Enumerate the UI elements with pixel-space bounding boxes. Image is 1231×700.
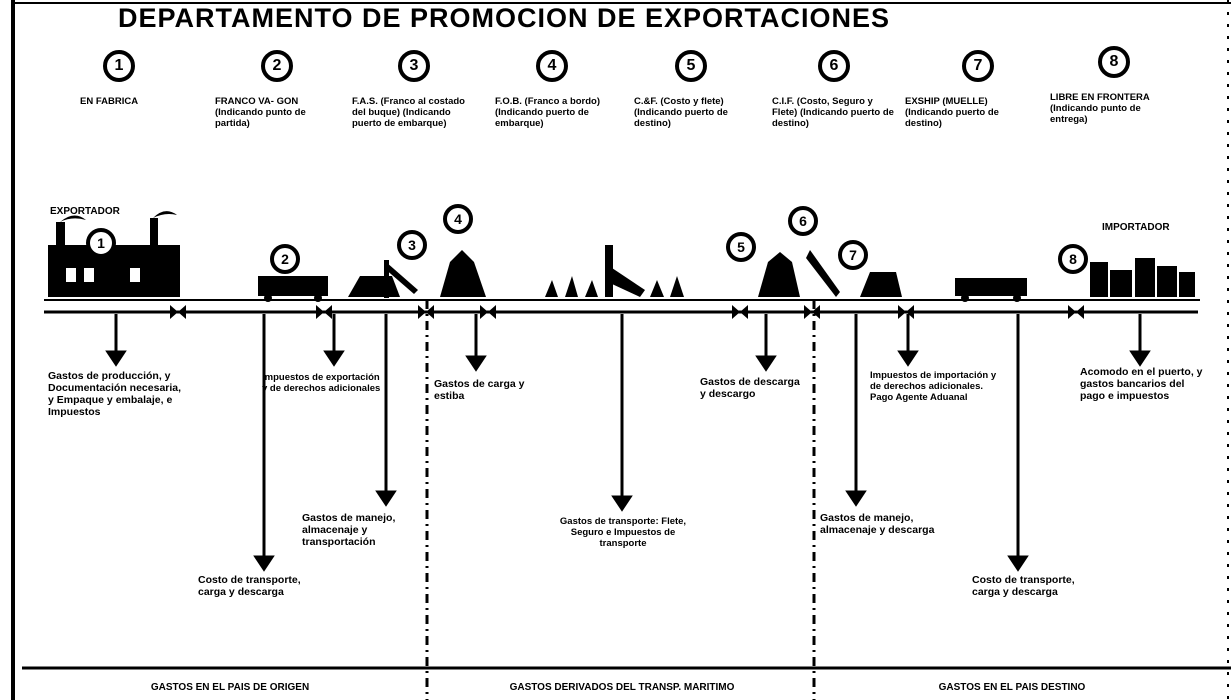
cost-label-export-taxes: Impuestos de exportación y de derechos a…: [262, 372, 381, 394]
term-6-label: C.I.F. (Costo, Seguro y Flete) (Indicand…: [772, 96, 894, 129]
exporter-factory-illustration: [48, 211, 180, 297]
rail-wagon-illustration: [258, 276, 328, 302]
term-8-number: 8: [1098, 46, 1130, 78]
footer-transit: GASTOS DERIVADOS DEL TRANSP. MARITIMO: [509, 682, 735, 693]
page-title: DEPARTAMENTO DE PROMOCION DE EXPORTACION…: [118, 3, 891, 33]
term-5-label: C.&F. (Costo y flete) (Indicando puerto …: [634, 96, 728, 129]
cost-label-destination-handling: Gastos de manejo, almacenaje y descarga: [820, 512, 935, 536]
term-3-label: F.A.S. (Franco al costado del buque) (In…: [352, 96, 465, 129]
term-4-label: F.O.B. (Franco a bordo) (Indicando puert…: [495, 96, 601, 129]
timeline-bowties: [170, 305, 1084, 319]
dock-crane-illustration: [348, 260, 418, 298]
ship-loading-illustration: [440, 250, 486, 297]
marker-3: 3: [397, 230, 427, 260]
marker-4: 4: [443, 204, 473, 234]
term-1-label: EN FABRICA: [80, 96, 139, 107]
exporter-label: EXPORTADOR: [50, 206, 120, 217]
destination-dock-illustration: [860, 272, 902, 297]
cost-label-maritime-transport: Gastos de transporte: Flete, Seguro e Im…: [559, 516, 687, 549]
term-6-number: 6: [818, 50, 850, 82]
cost-label-port-banking: Acomodo en el puerto, y gastos bancarios…: [1080, 366, 1203, 402]
cost-label-loading: Gastos de carga y estiba: [434, 378, 525, 402]
marker-8: 8: [1058, 244, 1088, 274]
cost-label-import-taxes: Impuestos de importación y de derechos a…: [870, 370, 997, 403]
importer-label: IMPORTADOR: [1102, 222, 1170, 233]
term-7-number: 7: [962, 50, 994, 82]
cost-label-origin-transport: Costo de transporte, carga y descarga: [198, 574, 301, 598]
cost-label-destination-transport: Costo de transporte, carga y descarga: [972, 574, 1075, 598]
arrival-ship-illustration: [758, 250, 840, 297]
sea-transport-illustration: [545, 245, 684, 297]
cost-label-production: Gastos de producción, y Documentación ne…: [48, 370, 182, 418]
term-3-number: 3: [398, 50, 430, 82]
term-5-number: 5: [675, 50, 707, 82]
marker-2: 2: [270, 244, 300, 274]
term-7-label: EXSHIP (MUELLE) (Indicando puerto de des…: [905, 96, 999, 129]
cost-label-unloading: Gastos de descarga y descargo: [700, 376, 800, 400]
term-2-label: FRANCO VA- GON (Indicando punto de parti…: [215, 96, 306, 129]
marker-5: 5: [726, 232, 756, 262]
marker-7: 7: [838, 240, 868, 270]
marker-1: 1: [86, 228, 116, 258]
importer-building-illustration: [1090, 258, 1195, 297]
term-1-number: 1: [103, 50, 135, 82]
cost-label-handling: Gastos de manejo, almacenaje y transport…: [302, 512, 396, 548]
truck-illustration: [955, 278, 1027, 302]
term-4-number: 4: [536, 50, 568, 82]
term-2-number: 2: [261, 50, 293, 82]
marker-6: 6: [788, 206, 818, 236]
cost-arrows: [105, 314, 1151, 572]
footer-destination: GASTOS EN EL PAIS DESTINO: [938, 682, 1086, 693]
footer-origin: GASTOS EN EL PAIS DE ORIGEN: [150, 682, 310, 693]
term-8-label: LIBRE EN FRONTERA (Indicando punto de en…: [1050, 92, 1150, 125]
